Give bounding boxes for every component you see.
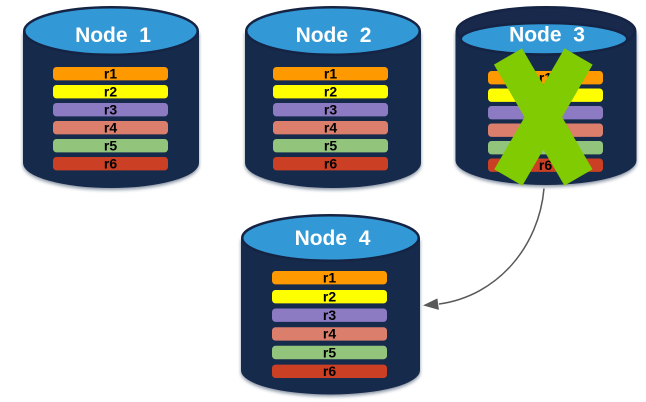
svg-text:r1: r1 [104, 66, 117, 82]
svg-text:r6: r6 [323, 363, 336, 379]
svg-text:Node 4: Node 4 [295, 227, 371, 250]
svg-text:r5: r5 [323, 344, 336, 360]
svg-text:r1: r1 [323, 270, 336, 286]
svg-text:r6: r6 [324, 156, 337, 172]
svg-text:r3: r3 [323, 307, 336, 323]
svg-text:r6: r6 [539, 157, 552, 173]
svg-text:r5: r5 [104, 138, 117, 154]
svg-text:r2: r2 [104, 84, 117, 100]
svg-text:r6: r6 [104, 156, 117, 172]
svg-text:r3: r3 [324, 102, 337, 118]
svg-text:Node 1: Node 1 [75, 24, 151, 47]
svg-text:r2: r2 [324, 84, 337, 100]
svg-text:r4: r4 [323, 326, 336, 342]
svg-text:r3: r3 [104, 102, 117, 118]
svg-text:r2: r2 [323, 289, 336, 305]
svg-text:Node 3: Node 3 [509, 24, 585, 47]
svg-text:r1: r1 [324, 66, 337, 82]
svg-text:r4: r4 [324, 120, 337, 136]
svg-text:Node 2: Node 2 [296, 24, 372, 47]
svg-text:r5: r5 [324, 138, 337, 154]
svg-text:r4: r4 [104, 120, 117, 136]
